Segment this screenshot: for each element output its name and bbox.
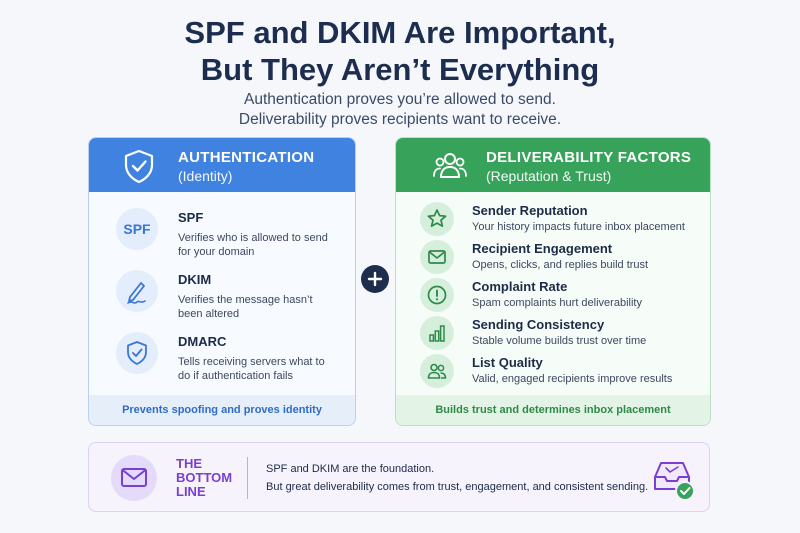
auth-item-desc: Verifies the message hasn’t been altered [178, 294, 313, 320]
mail-badge [111, 455, 157, 501]
star-badge [420, 202, 454, 236]
dkim-badge [116, 270, 158, 312]
shield-check-icon [127, 341, 147, 365]
envelope-icon [428, 250, 446, 264]
auth-item-title: DKIM [178, 272, 212, 287]
inbox-tray-check-icon [654, 462, 695, 501]
bottom-line-text-2: But great deliverability comes from trus… [266, 481, 649, 493]
auth-item-title: SPF [178, 210, 204, 225]
subtitle-line-2: Deliverability proves recipients want to… [238, 111, 562, 128]
plus-icon [361, 265, 389, 293]
authentication-subtitle: (Identity) [178, 168, 233, 184]
envelope-badge [420, 240, 454, 274]
deliv-item-title: Sender Reputation [472, 203, 588, 218]
deliv-item-desc: Opens, clicks, and replies build trust [472, 259, 649, 271]
authentication-footer: Prevents spoofing and proves identity [89, 395, 355, 425]
bar-chart-badge [420, 316, 454, 350]
auth-item-desc: Tells receiving servers what to do if au… [178, 356, 325, 382]
spf-badge: SPF [116, 208, 158, 250]
subtitle-line-1: Authentication proves you’re allowed to … [244, 91, 556, 108]
deliv-item-desc: Spam complaints hurt deliverability [472, 297, 642, 309]
authentication-card: AUTHENTICATION (Identity) SPF SPF Verifi… [88, 137, 356, 426]
auth-item-title: DMARC [178, 334, 227, 349]
spf-badge-text: SPF [123, 221, 151, 237]
auth-item-desc: Verifies who is allowed to send for your… [178, 232, 328, 258]
bottom-line-label-2: BOTTOM [176, 470, 233, 485]
deliverability-subtitle: (Reputation & Trust) [486, 168, 612, 184]
deliv-item-title: List Quality [472, 355, 543, 370]
signature-pen-icon [127, 282, 146, 304]
page-subtitle: Authentication proves you’re allowed to … [0, 90, 800, 130]
bottom-line-label-1: THE [176, 456, 202, 471]
bottom-line-text-1: SPF and DKIM are the foundation. [266, 463, 435, 475]
users-icon [427, 363, 447, 379]
title-line-1: SPF and DKIM Are Important, [184, 15, 616, 50]
deliv-item-desc: Stable volume builds trust over time [472, 335, 647, 347]
dmarc-badge [116, 332, 158, 374]
alert-badge [420, 278, 454, 312]
page-title: SPF and DKIM Are Important, But They Are… [0, 14, 800, 88]
bottom-line-banner: THE BOTTOM LINE SPF and DKIM are the fou… [88, 442, 710, 512]
bottom-line-label: THE BOTTOM LINE [176, 457, 246, 499]
alert-icon [427, 285, 447, 305]
deliverability-card-header: DELIVERABILITY FACTORS (Reputation & Tru… [396, 138, 710, 192]
title-line-2: But They Aren’t Everything [200, 52, 600, 87]
deliverability-footer: Builds trust and determines inbox placem… [396, 395, 710, 425]
star-icon [427, 209, 447, 228]
users-badge [420, 354, 454, 388]
deliv-item-desc: Valid, engaged recipients improve result… [472, 373, 673, 385]
deliv-item-desc: Your history impacts future inbox placem… [472, 221, 685, 233]
deliverability-title: DELIVERABILITY FACTORS [486, 149, 692, 166]
deliv-item-title: Sending Consistency [472, 317, 605, 332]
bar-chart-icon [429, 325, 445, 342]
bottom-line-label-3: LINE [176, 484, 206, 499]
envelope-icon [121, 468, 147, 487]
authentication-card-header: AUTHENTICATION (Identity) [89, 138, 355, 192]
bottom-divider [247, 457, 248, 499]
deliv-item-title: Recipient Engagement [472, 241, 613, 256]
users-icon [433, 153, 467, 178]
deliv-item-title: Complaint Rate [472, 279, 568, 294]
shield-check-icon [124, 149, 154, 184]
authentication-title: AUTHENTICATION [178, 149, 315, 166]
plus-glyph-icon [367, 271, 383, 287]
deliverability-card: DELIVERABILITY FACTORS (Reputation & Tru… [395, 137, 711, 426]
